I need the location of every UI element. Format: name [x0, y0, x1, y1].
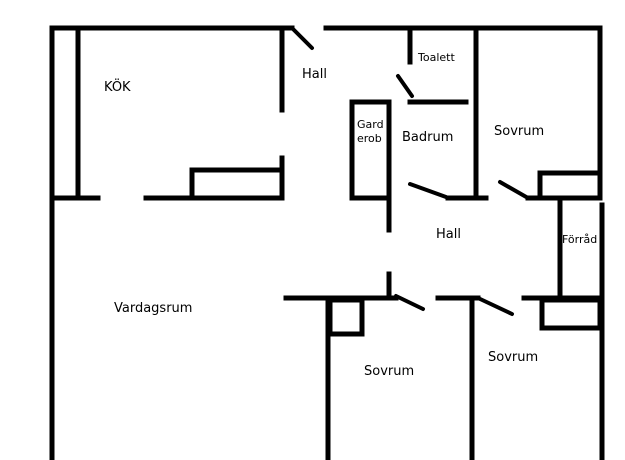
wardrobe-outline — [349, 99, 392, 201]
bedroom-top-door — [498, 180, 530, 200]
toilet-door — [396, 74, 414, 98]
room-labels: KÖK Hall Toalett Gard erob Badrum Sovrum… — [104, 51, 597, 379]
center-walls — [290, 25, 489, 233]
room-label-kok: KÖK — [104, 78, 131, 95]
bathroom-door — [408, 182, 448, 199]
room-label-garderob-line1: Gard — [357, 118, 384, 131]
room-label-hall-mid: Hall — [436, 227, 461, 242]
outer-walls — [49, 25, 605, 460]
kitchen-walls — [49, 25, 285, 201]
bedroom-top-closet — [537, 170, 603, 201]
room-label-badrum: Badrum — [402, 130, 453, 145]
room-label-hall-top: Hall — [302, 67, 327, 82]
east-walls — [498, 170, 603, 301]
bedroom-bottom-left-door — [394, 294, 425, 311]
room-label-vardagsrum: Vardagsrum — [114, 301, 192, 316]
bedroom-bottom-right-closet — [539, 297, 603, 331]
room-label-sovrum-bottom-right: Sovrum — [488, 350, 538, 365]
entrance-door — [290, 26, 314, 50]
bedroom-bottom-left-closet — [327, 297, 365, 337]
room-label-sovrum-bottom-left: Sovrum — [364, 364, 414, 379]
room-label-forrad: Förråd — [562, 233, 597, 246]
room-label-sovrum-top: Sovrum — [494, 124, 544, 139]
bedroom-bottom-right-door — [476, 296, 514, 316]
room-label-toalett: Toalett — [417, 51, 455, 64]
lower-walls — [283, 271, 603, 460]
kitchen-counter — [189, 167, 285, 201]
room-label-garderob-line2: erob — [357, 132, 382, 145]
